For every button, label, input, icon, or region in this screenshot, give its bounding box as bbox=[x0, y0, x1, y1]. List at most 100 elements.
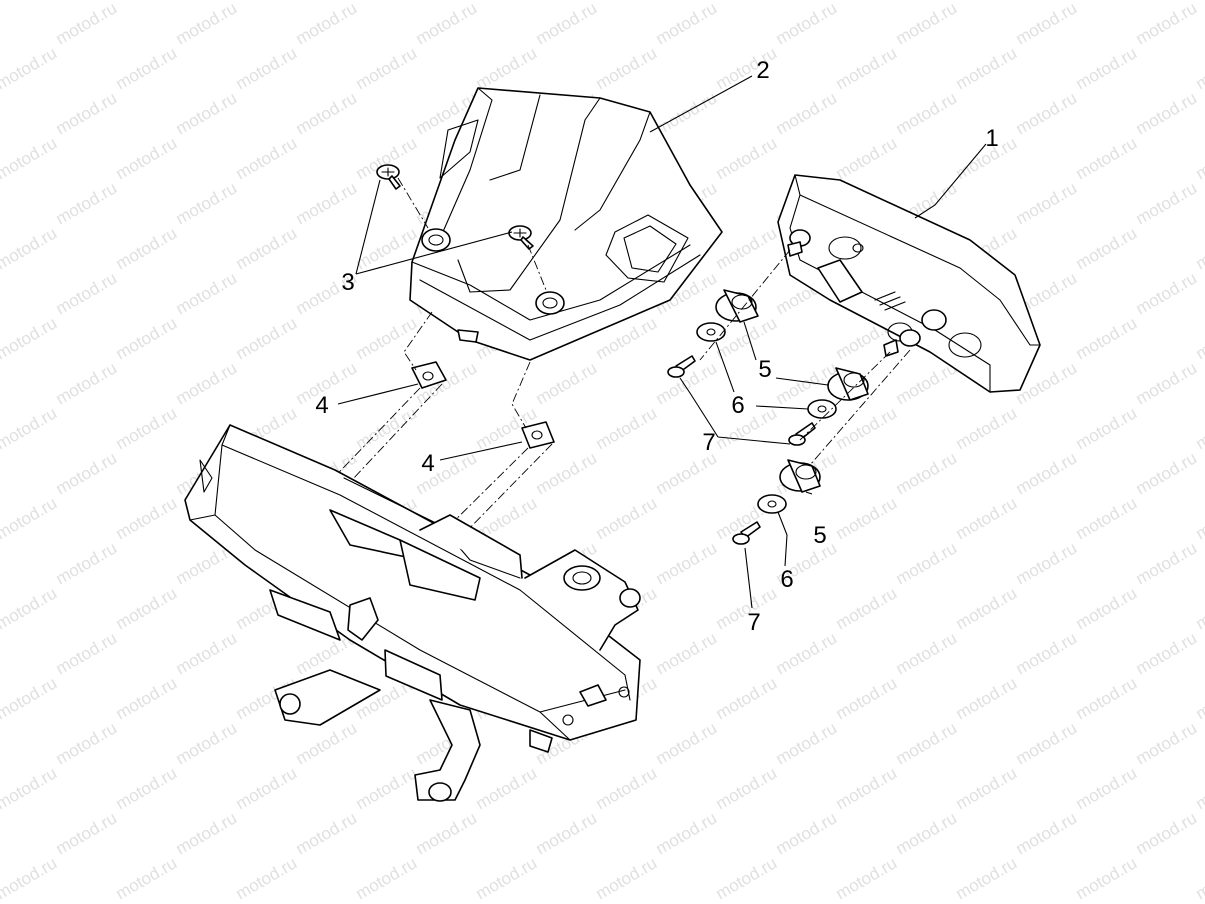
watermark-text: motod.ru bbox=[833, 583, 901, 633]
watermark-text: motod.ru bbox=[113, 583, 181, 633]
watermark-text: motod.ru bbox=[893, 898, 961, 904]
instrument-cluster bbox=[777, 174, 1041, 393]
watermark-text: motod.ru bbox=[0, 0, 60, 3]
watermark-text: motod.ru bbox=[833, 493, 901, 543]
watermark-text: motod.ru bbox=[113, 493, 181, 543]
watermark-text: motod.ru bbox=[533, 0, 601, 48]
assembly-lines-right bbox=[699, 249, 911, 466]
clip-4-upper bbox=[411, 361, 447, 389]
callout-label-2: 2 bbox=[756, 57, 769, 84]
watermark-text: motod.ru bbox=[593, 0, 661, 3]
watermark-text: motod.ru bbox=[0, 313, 60, 363]
watermark-text: motod.ru bbox=[1013, 448, 1081, 498]
watermark-text: motod.ru bbox=[413, 0, 481, 48]
callout-label-5-upper: 5 bbox=[758, 356, 771, 383]
watermark-text: motod.ru bbox=[473, 763, 541, 813]
watermark-text: motod.ru bbox=[653, 628, 721, 678]
watermark-text: motod.ru bbox=[773, 0, 841, 48]
watermark-text: motod.ru bbox=[533, 358, 601, 408]
screw-3-upper bbox=[376, 164, 401, 190]
watermark-text: motod.ru bbox=[173, 178, 241, 228]
watermark-text: motod.ru bbox=[713, 133, 781, 183]
watermark-text: motod.ru bbox=[233, 313, 301, 363]
watermark-text: motod.ru bbox=[0, 43, 60, 93]
watermark-text: motod.ru bbox=[1013, 0, 1081, 48]
watermark-text: motod.ru bbox=[953, 493, 1021, 543]
watermark-text: motod.ru bbox=[1133, 178, 1201, 228]
watermark-text: motod.ru bbox=[953, 763, 1021, 813]
watermark-text: motod.ru bbox=[113, 133, 181, 183]
watermark-text: motod.ru bbox=[113, 43, 181, 93]
watermark-text: motod.ru bbox=[893, 628, 961, 678]
grommet-5-upper bbox=[715, 289, 759, 323]
watermark-text: motod.ru bbox=[353, 403, 421, 453]
watermark-text: motod.ru bbox=[593, 403, 661, 453]
watermark-text: motod.ru bbox=[293, 718, 361, 768]
fairing-cover bbox=[409, 87, 723, 361]
watermark-text: motod.ru bbox=[1073, 133, 1141, 183]
watermark-text: motod.ru bbox=[1013, 718, 1081, 768]
watermark-text: motod.ru bbox=[293, 178, 361, 228]
grommet-5-middle bbox=[827, 367, 869, 401]
watermark-text: motod.ru bbox=[413, 808, 481, 858]
watermark-text: motod.ru bbox=[293, 88, 361, 138]
watermark-text: motod.ru bbox=[953, 403, 1021, 453]
mounting-bracket bbox=[184, 424, 641, 802]
callout-label-6-upper: 6 bbox=[731, 392, 744, 419]
callout-label-3: 3 bbox=[341, 269, 354, 296]
watermark-text: motod.ru bbox=[353, 0, 421, 3]
bolt-7-upper bbox=[667, 355, 696, 378]
watermark-text: motod.ru bbox=[653, 898, 721, 904]
watermark-text: motod.ru bbox=[113, 313, 181, 363]
watermark-text: motod.ru bbox=[353, 43, 421, 93]
watermark-text: motod.ru bbox=[713, 403, 781, 453]
watermark-text: motod.ru bbox=[1133, 448, 1201, 498]
watermark-text: motod.ru bbox=[1133, 0, 1201, 48]
watermark-text: motod.ru bbox=[173, 898, 241, 904]
watermark-text: motod.ru bbox=[353, 313, 421, 363]
watermark-text: motod.ru bbox=[1073, 493, 1141, 543]
callout-label-4-upper: 4 bbox=[315, 392, 328, 419]
watermark-text: motod.ru bbox=[1073, 223, 1141, 273]
bolt-7-lower bbox=[732, 521, 761, 545]
watermark-text: motod.ru bbox=[893, 0, 961, 48]
watermark-text: motod.ru bbox=[1133, 88, 1201, 138]
watermark-text: motod.ru bbox=[773, 628, 841, 678]
watermark-text: motod.ru bbox=[1073, 403, 1141, 453]
watermark-text: motod.ru bbox=[1073, 763, 1141, 813]
watermark-text: motod.ru bbox=[53, 268, 121, 318]
watermark-text: motod.ru bbox=[53, 628, 121, 678]
watermark-text: motod.ru bbox=[893, 808, 961, 858]
watermark-text: motod.ru bbox=[533, 808, 601, 858]
watermark-text: motod.ru bbox=[1133, 538, 1201, 588]
watermark-text: motod.ru bbox=[233, 43, 301, 93]
watermark-text: motod.ru bbox=[473, 853, 541, 903]
screw-3-lower bbox=[508, 225, 534, 250]
watermark-text: motod.ru bbox=[773, 808, 841, 858]
watermark-text: motod.ru bbox=[233, 763, 301, 813]
watermark-text: motod.ru bbox=[1073, 0, 1141, 3]
watermark-text: motod.ru bbox=[0, 673, 60, 723]
watermark-text: motod.ru bbox=[713, 223, 781, 273]
watermark-text: motod.ru bbox=[713, 673, 781, 723]
watermark-text: motod.ru bbox=[233, 0, 301, 3]
watermark-text: motod.ru bbox=[1193, 313, 1205, 363]
watermark-text: motod.ru bbox=[1193, 403, 1205, 453]
watermark-text: motod.ru bbox=[593, 763, 661, 813]
watermark-text: motod.ru bbox=[773, 898, 841, 904]
watermark-text: motod.ru bbox=[0, 853, 60, 903]
clip-4-lower bbox=[521, 421, 555, 449]
watermark-text: motod.ru bbox=[53, 718, 121, 768]
watermark-text: motod.ru bbox=[53, 538, 121, 588]
watermark-text: motod.ru bbox=[173, 358, 241, 408]
watermark-text: motod.ru bbox=[0, 583, 60, 633]
watermark-text: motod.ru bbox=[653, 718, 721, 768]
watermark-text: motod.ru bbox=[1133, 898, 1201, 904]
watermark-text: motod.ru bbox=[293, 808, 361, 858]
watermark-text: motod.ru bbox=[1133, 268, 1201, 318]
callout-label-1: 1 bbox=[985, 125, 998, 152]
watermark-text: motod.ru bbox=[1013, 808, 1081, 858]
watermark-text: motod.ru bbox=[1133, 358, 1201, 408]
watermark-text: motod.ru bbox=[0, 493, 60, 543]
grommet-5-lower bbox=[779, 459, 821, 493]
